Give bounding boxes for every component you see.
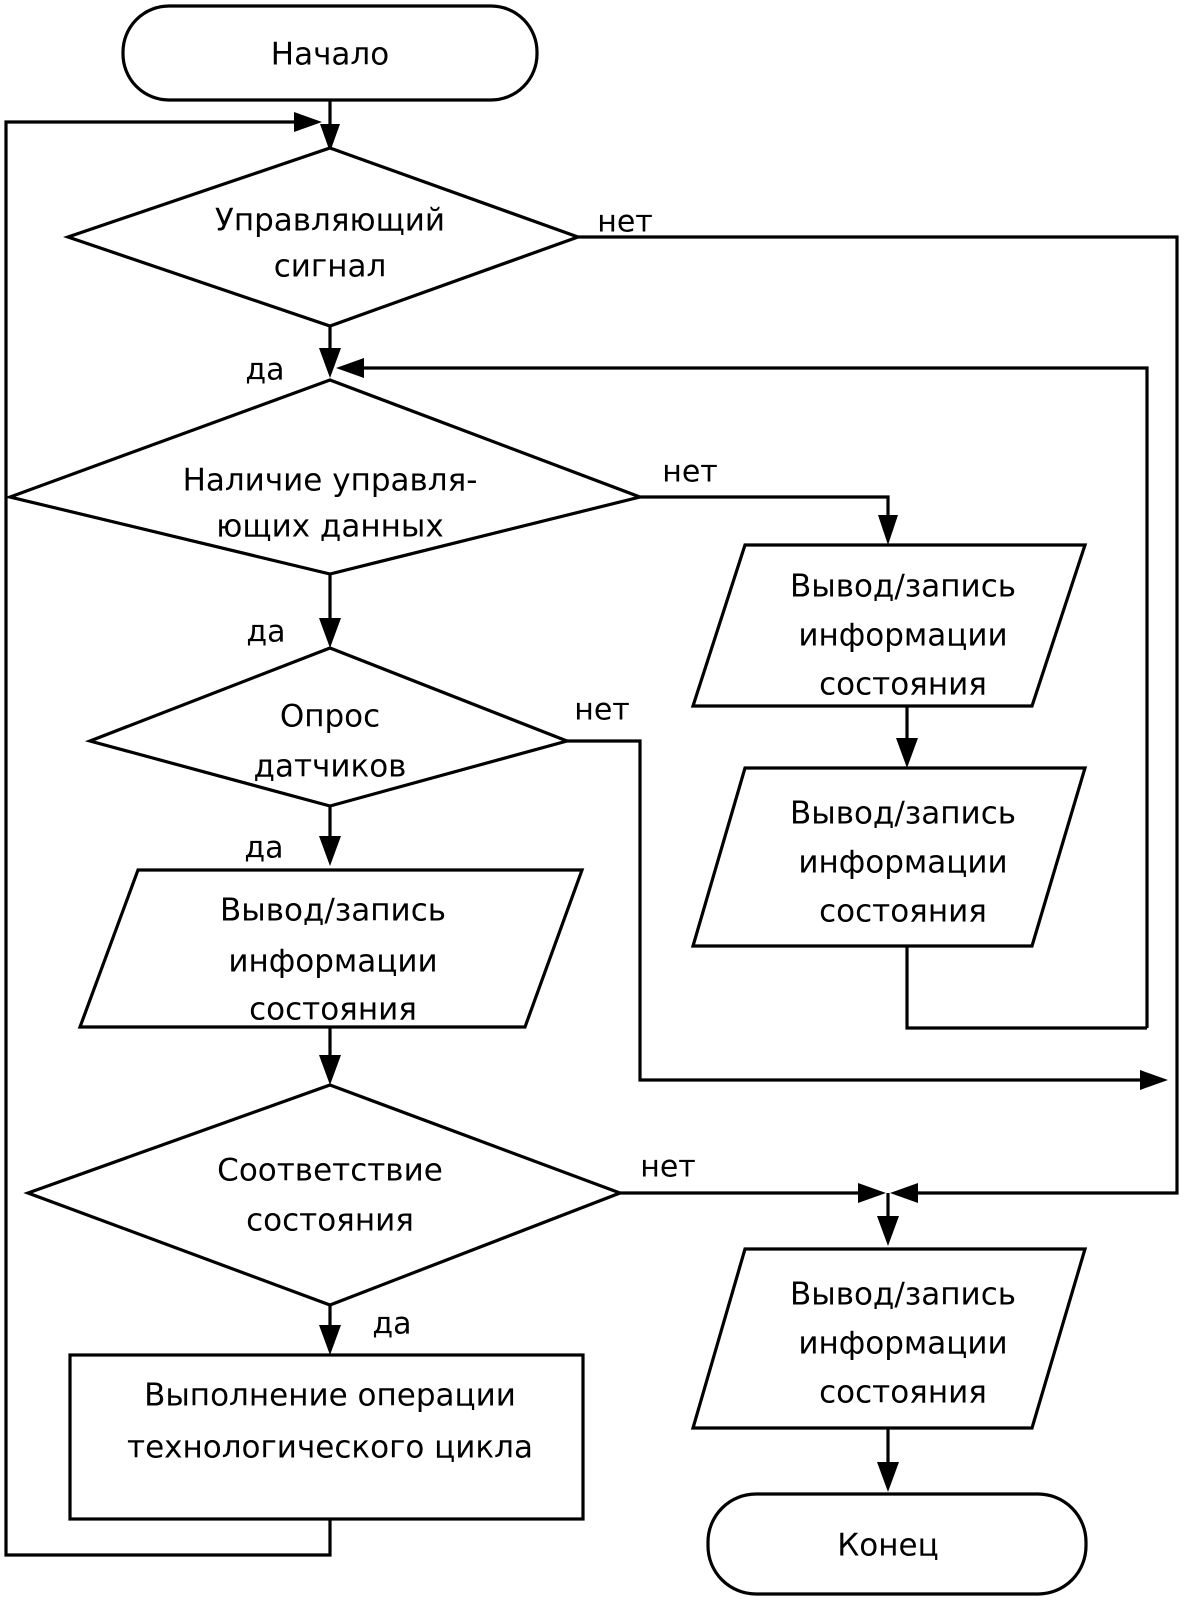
- arrowhead-ioend-to-end: [877, 1462, 899, 1492]
- node-d1-label-0: Управляющий: [215, 203, 445, 239]
- edge-inner-rail-to-d2: [352, 366, 1149, 1028]
- edge-label-d1-no: нет: [597, 205, 653, 240]
- arrowhead-d2-yes: [319, 618, 341, 648]
- edge-d1-no: [578, 235, 1179, 1195]
- node-ior1-label-1: информации: [798, 618, 1007, 654]
- node-ioend-label-2: состояния: [819, 1375, 987, 1411]
- edge-loop-left-return: [4, 120, 332, 1557]
- node-process-tech-cycle[interactable]: [68, 1353, 585, 1521]
- node-ior1-label-0: Вывод/запись: [790, 569, 1016, 605]
- edge-label-d3-no: нет: [574, 693, 630, 728]
- arrowhead-d4-yes: [319, 1325, 341, 1355]
- node-ioend-label-1: информации: [798, 1326, 1007, 1362]
- arrowhead-ioleft-to-d4: [319, 1055, 341, 1085]
- arrowhead-d1-no: [890, 1183, 918, 1203]
- node-end[interactable]: [706, 1492, 1088, 1596]
- node-ior2-label-2: состояния: [819, 894, 987, 930]
- edge-d2-no: [640, 495, 890, 530]
- node-ioend-label-0: Вывод/запись: [790, 1277, 1016, 1313]
- node-d4-label-0: Соответствие: [217, 1153, 443, 1189]
- node-decision-state-match[interactable]: [23, 1083, 625, 1307]
- arrowhead-d4-no: [858, 1183, 886, 1203]
- node-ioleft-label-1: информации: [228, 944, 437, 980]
- edge-d3-no: [567, 739, 1152, 1082]
- node-ioleft-label-2: состояния: [249, 992, 417, 1028]
- arrowhead-inner-rail-to-d2: [336, 358, 364, 378]
- node-d3-label-1: датчиков: [254, 749, 407, 785]
- node-decision-control-data[interactable]: [4, 378, 646, 576]
- arrowhead-junction-to-ioend: [877, 1216, 899, 1246]
- node-d2-label-0: Наличие управля-: [183, 463, 478, 499]
- node-ior2-label-1: информации: [798, 845, 1007, 881]
- node-io-status-end[interactable]: [690, 1247, 1088, 1430]
- edge-label-d4-yes: да: [372, 1307, 411, 1342]
- node-process-label-0: Выполнение операции: [144, 1378, 516, 1414]
- node-start[interactable]: [121, 4, 539, 102]
- node-decision-control-signal[interactable]: [63, 146, 583, 328]
- arrowhead-d2-no: [878, 515, 898, 545]
- node-ior1-label-2: состояния: [819, 667, 987, 703]
- node-d2-label-1: ющих данных: [216, 509, 443, 545]
- node-process-label-1: технологического цикла: [127, 1430, 533, 1466]
- node-d3-label-0: Опрос: [280, 699, 380, 735]
- node-decision-sensor-poll[interactable]: [84, 646, 573, 808]
- arrowhead-start-to-d1: [320, 124, 340, 152]
- node-ioleft-label-0: Вывод/запись: [220, 893, 446, 929]
- node-end-label-0: Конец: [837, 1528, 938, 1564]
- node-start-label-0: Начало: [271, 37, 389, 73]
- arrowhead-d3-yes: [319, 836, 341, 866]
- edge-ior2-to-inner-rail: [905, 946, 1147, 1030]
- edge-label-d2-no: нет: [662, 455, 718, 490]
- edge-label-d3-yes: да: [244, 831, 283, 866]
- arrowhead-d1-yes: [319, 348, 341, 378]
- edge-label-d1-yes: да: [245, 353, 284, 388]
- node-d1-label-1: сигнал: [274, 249, 387, 285]
- node-io-status-right-1[interactable]: [690, 543, 1088, 708]
- node-io-status-right-2[interactable]: [690, 766, 1088, 948]
- node-io-status-left[interactable]: [77, 868, 585, 1029]
- arrowhead-d3-no: [1140, 1070, 1168, 1090]
- node-d4-label-1: состояния: [246, 1203, 414, 1239]
- edge-label-d4-no: нет: [640, 1150, 696, 1185]
- node-ior2-label-0: Вывод/запись: [790, 796, 1016, 832]
- arrowhead-ior1-to-ior2: [896, 738, 918, 768]
- edge-label-d2-yes: да: [246, 615, 285, 650]
- arrowhead-loop-left-return: [294, 112, 322, 132]
